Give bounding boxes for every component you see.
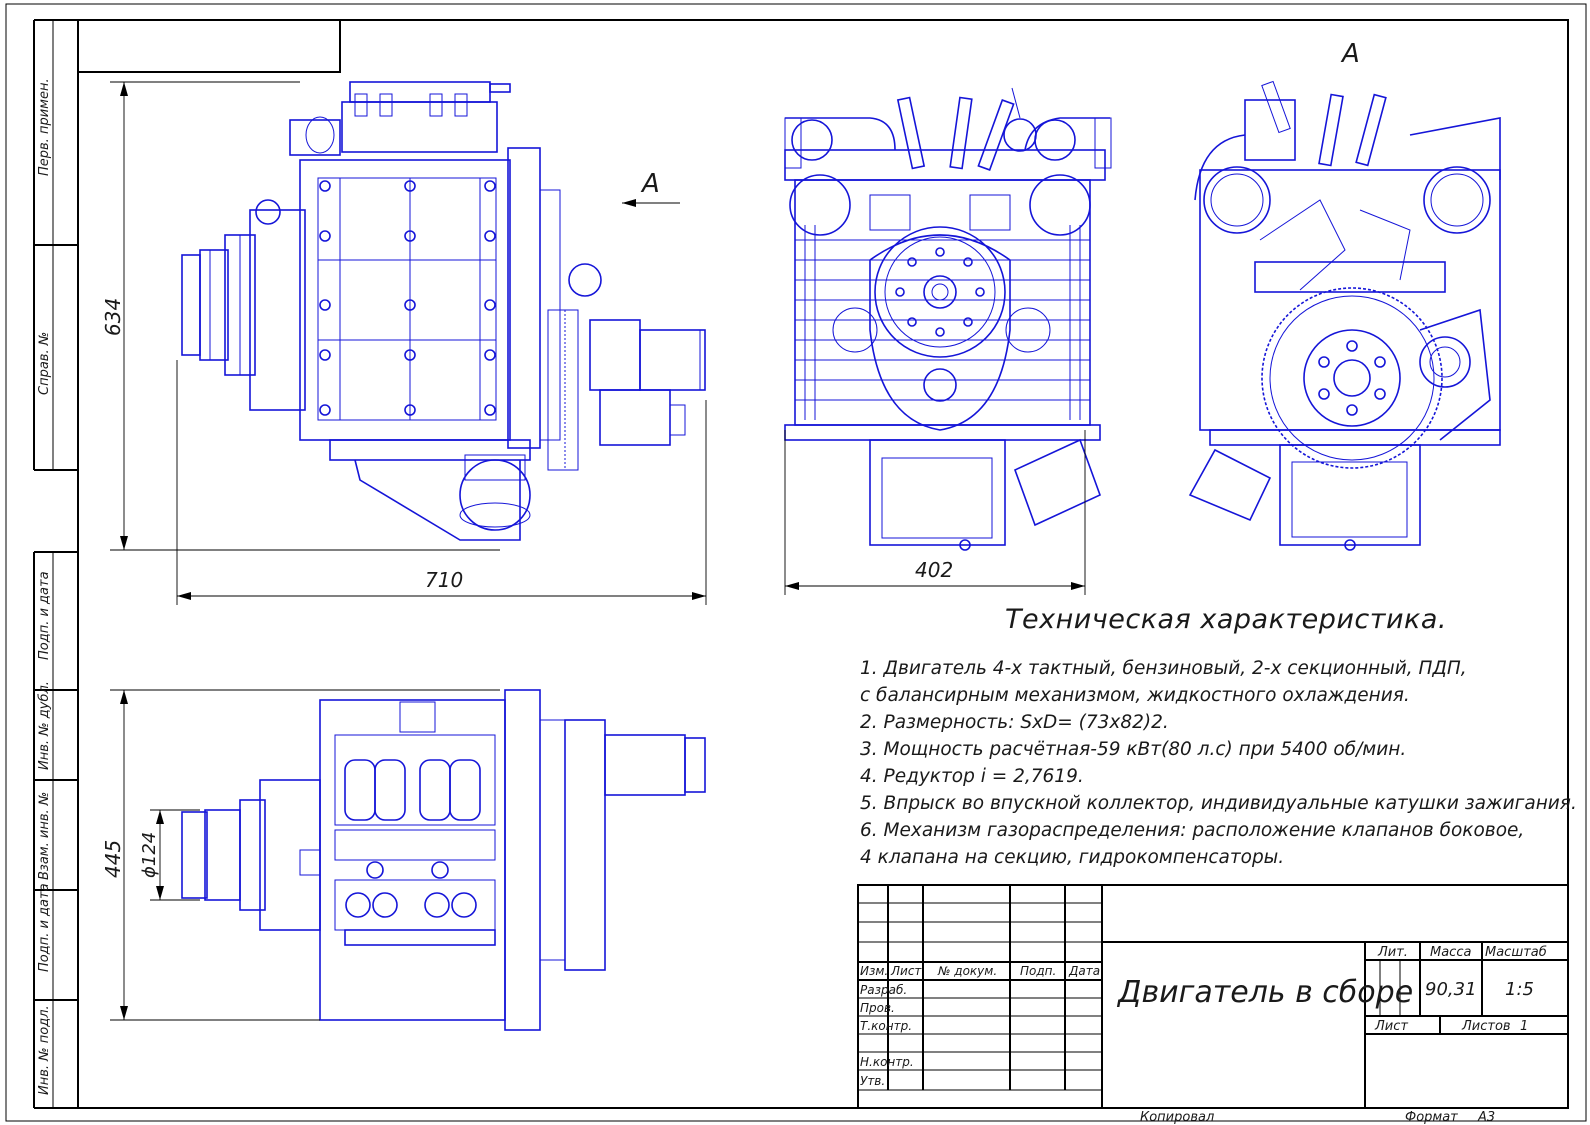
tb-sheets-label: Листов xyxy=(1461,1019,1511,1034)
tb-scale-value: 1:5 xyxy=(1505,979,1534,1000)
spec-title: Техническая характеристика. xyxy=(1005,604,1447,635)
tb-sheet-label: Лист xyxy=(1374,1019,1408,1034)
dim-402: 402 xyxy=(915,558,953,582)
strip-vzam-inv: Взам. инв. № xyxy=(37,792,52,880)
title-block-text: Изм. Лист № докум. Подп. Дата Разраб. Пр… xyxy=(860,945,1547,1125)
engine-top-view xyxy=(181,689,706,1031)
spec-line-6: 5. Впрыск во впускной коллектор, индивид… xyxy=(860,793,1577,814)
tb-sheets-value: 1 xyxy=(1520,1019,1528,1034)
tb-header-list: Лист xyxy=(890,964,922,978)
view-label-left: А xyxy=(640,169,660,199)
title-block xyxy=(857,884,1569,1109)
spec-line-7: 6. Механизм газораспределения: расположе… xyxy=(860,820,1525,841)
strip-inv-dubl: Инв. № дубл. xyxy=(37,681,52,770)
tb-header-izm: Изм. xyxy=(860,964,888,978)
view-label-right: А xyxy=(1340,39,1360,69)
tb-mass-value: 90,31 xyxy=(1425,979,1477,1000)
tb-format-value: А3 xyxy=(1477,1110,1495,1125)
strip-sprav-nomer: Справ. № xyxy=(37,332,52,395)
left-strip-labels: Перв. примен. Справ. № Подп. и дата Инв.… xyxy=(37,78,52,1095)
strip-perv-primen: Перв. примен. xyxy=(37,78,52,176)
spec-line-5: 4. Редуктор i = 2,7619. xyxy=(860,766,1084,787)
strip-inv-podl: Инв. № подл. xyxy=(37,1005,52,1095)
sheet-frame xyxy=(5,3,1587,1122)
tb-role-tkontr: Т.контр. xyxy=(860,1019,912,1033)
tb-lit-label: Лит. xyxy=(1377,945,1408,960)
tb-copied: Копировал xyxy=(1140,1110,1214,1125)
spec-line-8: 4 клапана на секцию, гидрокомпенсаторы. xyxy=(860,847,1285,868)
tb-role-nkontr: Н.контр. xyxy=(860,1055,914,1069)
tb-format-label: Формат xyxy=(1405,1110,1458,1125)
tb-scale-label: Масштаб xyxy=(1485,945,1547,960)
spec-line-4: 3. Мощность расчётная-59 кВт(80 л.с) при… xyxy=(860,739,1407,760)
strip-podp-data-2: Подп. и дата xyxy=(37,883,52,972)
spec-line-1: 1. Двигатель 4-х тактный, бензиновый, 2-… xyxy=(860,658,1467,679)
dim-710: 710 xyxy=(425,568,463,592)
front-view-dimensions: 402 xyxy=(784,430,1086,595)
front-ribs xyxy=(795,239,1090,401)
engine-rear-view: А xyxy=(1188,39,1501,551)
dim-445: 445 xyxy=(101,840,125,878)
tb-header-podp: Подп. xyxy=(1020,964,1056,978)
dim-diameter-124: ϕ124 xyxy=(139,832,160,878)
tb-role-utv: Утв. xyxy=(860,1074,885,1088)
view-arrow-a: А xyxy=(622,169,680,207)
spec-line-3: 2. Размерность: SxD= (73x82)2. xyxy=(860,712,1169,733)
tb-role-razrab: Разраб. xyxy=(860,983,907,997)
rear-gear-holes xyxy=(1318,340,1386,416)
dim-634: 634 xyxy=(101,298,125,336)
tb-role-prov: Пров. xyxy=(860,1001,895,1015)
drawing-name: Двигатель в сборе xyxy=(1116,975,1413,1010)
tb-header-data: Дата xyxy=(1068,964,1100,978)
front-pulley-bolts xyxy=(895,247,985,337)
engine-front-view xyxy=(784,87,1112,551)
tb-mass-label: Масса xyxy=(1430,945,1471,960)
spec-line-2: с балансирным механизмом, жидкостного ох… xyxy=(860,685,1410,706)
strip-podp-data-1: Подп. и дата xyxy=(37,571,52,660)
tb-header-docum: № докум. xyxy=(937,964,997,978)
side-view-dimensions: 634 710 xyxy=(101,81,707,605)
engine-side-view xyxy=(181,81,706,541)
top-view-dimensions: 445 ϕ124 xyxy=(101,689,500,1021)
